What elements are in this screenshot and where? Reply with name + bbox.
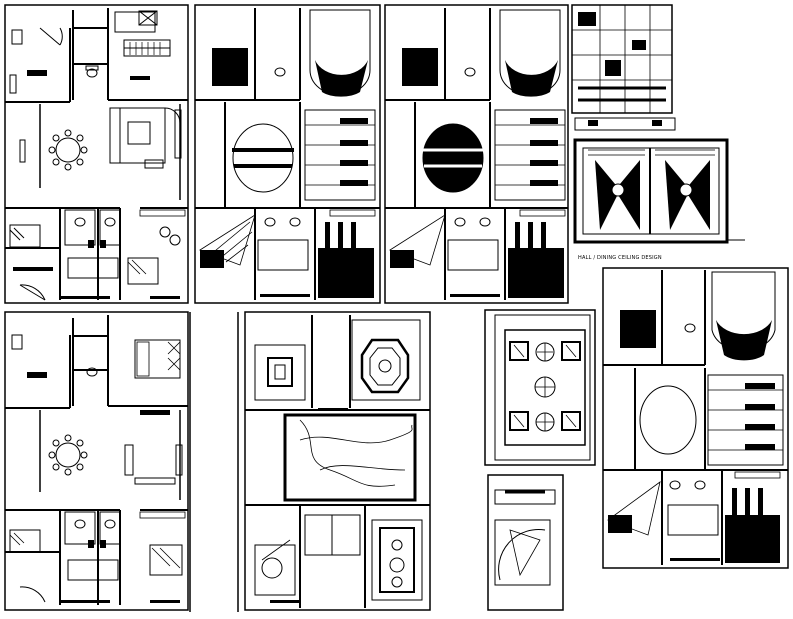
panel-ceiling-plan-4	[484, 309, 596, 611]
panel-furniture-plan-bottom	[4, 311, 189, 611]
panel-ceiling-plan-5	[602, 267, 789, 569]
panel-ceiling-detail	[571, 4, 745, 244]
panel-ceiling-plan-3	[189, 311, 431, 612]
panel-furniture-plan-top	[4, 4, 189, 304]
ceiling-design-caption: HALL / DINING CEILING DESIGN	[578, 255, 662, 261]
panel-ceiling-plan-2	[384, 4, 569, 304]
panel-ceiling-plan-1	[194, 4, 381, 304]
